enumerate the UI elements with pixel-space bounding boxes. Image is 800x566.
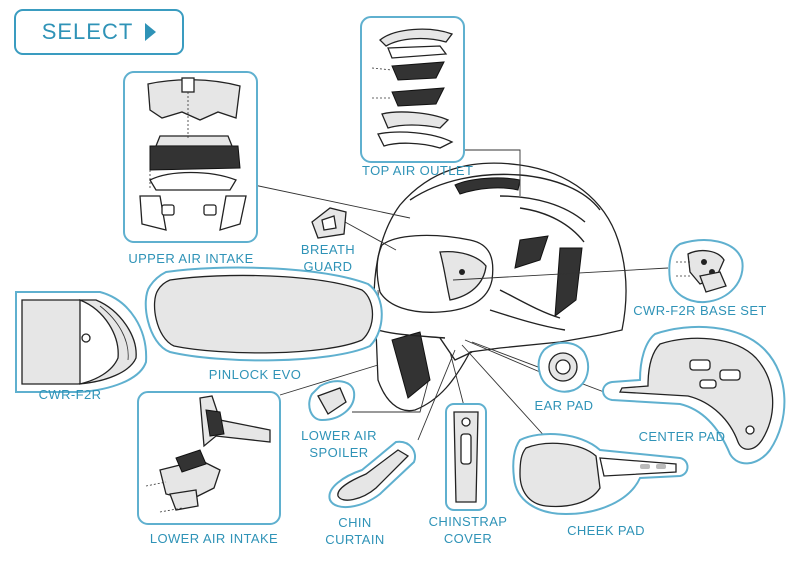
label-lower-air-spoiler-line2: SPOILER	[309, 445, 369, 460]
label-cheek-pad[interactable]: CHEEK PAD	[567, 523, 645, 538]
label-center-pad[interactable]: CENTER PAD	[638, 429, 726, 444]
label-breath-guard-line2: GUARD	[303, 259, 353, 274]
chin-curtain-card	[328, 440, 416, 509]
label-lower-air-spoiler-line1: LOWER AIR	[301, 428, 377, 443]
upper-air-intake-card	[123, 71, 258, 243]
label-chinstrap-cover-line2: COVER	[443, 531, 493, 546]
cheek-pad-card	[512, 433, 689, 516]
chinstrap-cover-card	[445, 403, 487, 511]
select-button[interactable]: SELECT	[14, 9, 184, 55]
label-lower-air-spoiler[interactable]: LOWER AIR SPOILER	[296, 427, 382, 461]
pinlock-evo-card	[144, 266, 383, 362]
label-upper-air-intake[interactable]: UPPER AIR INTAKE	[128, 251, 254, 266]
label-breath-guard[interactable]: BREATH GUARD	[296, 241, 360, 275]
label-chin-curtain-line1: CHIN	[338, 515, 372, 530]
top-air-outlet-card	[360, 16, 465, 163]
triangle-right-icon	[145, 23, 157, 41]
label-ear-pad[interactable]: EAR PAD	[534, 398, 594, 413]
label-chinstrap-cover[interactable]: CHINSTRAP COVER	[422, 513, 514, 547]
label-pinlock-evo[interactable]: PINLOCK EVO	[208, 367, 302, 382]
helmet-illustration	[373, 162, 627, 412]
label-top-air-outlet[interactable]: TOP AIR OUTLET	[362, 163, 474, 178]
label-cwr-f2r-base-set[interactable]: CWR-F2R BASE SET	[633, 303, 767, 318]
lower-air-spoiler-card	[308, 380, 356, 422]
lower-air-intake-card	[137, 391, 281, 525]
cwr-f2r-base-set-card	[668, 239, 744, 304]
ear-pad-card	[537, 341, 590, 393]
label-lower-air-intake[interactable]: LOWER AIR INTAKE	[149, 531, 279, 546]
label-chinstrap-cover-line1: CHINSTRAP	[428, 514, 508, 529]
breath-guard-part	[311, 207, 347, 239]
label-breath-guard-line1: BREATH	[300, 242, 356, 257]
label-chin-curtain[interactable]: CHIN CURTAIN	[320, 514, 390, 548]
label-chin-curtain-line2: CURTAIN	[325, 532, 385, 547]
cwr-f2r-shield-card	[15, 291, 148, 393]
label-cwr-f2r[interactable]: CWR-F2R	[38, 387, 102, 402]
select-button-label: SELECT	[41, 19, 134, 44]
center-pad-card	[602, 326, 786, 465]
